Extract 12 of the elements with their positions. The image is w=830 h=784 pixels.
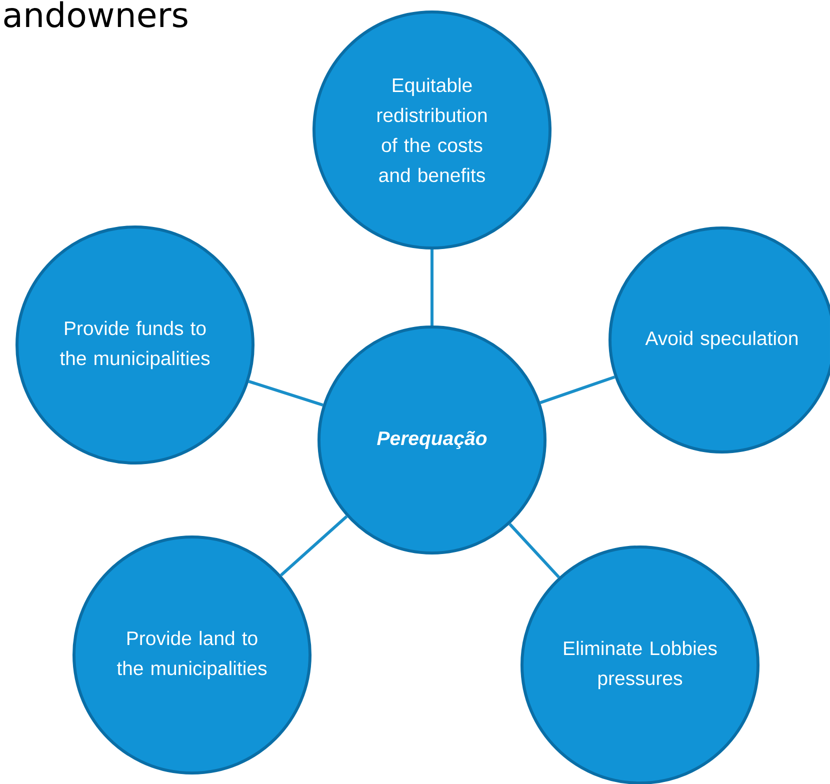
- circle-node: Perequação: [318, 325, 546, 554]
- connector-line: [430, 249, 434, 326]
- connector-line: [248, 380, 324, 407]
- circle-node: Avoid speculation: [608, 226, 830, 454]
- circle-node: Provide land to the municipalities: [72, 535, 312, 774]
- connector-line: [508, 523, 560, 578]
- connector-line: [540, 376, 616, 404]
- circle-node: Eliminate Lobbies pressures: [520, 545, 760, 784]
- circle-node: Provide funds to the municipalities: [16, 226, 254, 464]
- circle-node: Equitable redistribution of the costs and benefits: [312, 10, 552, 250]
- connector-line: [280, 515, 348, 576]
- title-text: andowners: [4, 1, 188, 28]
